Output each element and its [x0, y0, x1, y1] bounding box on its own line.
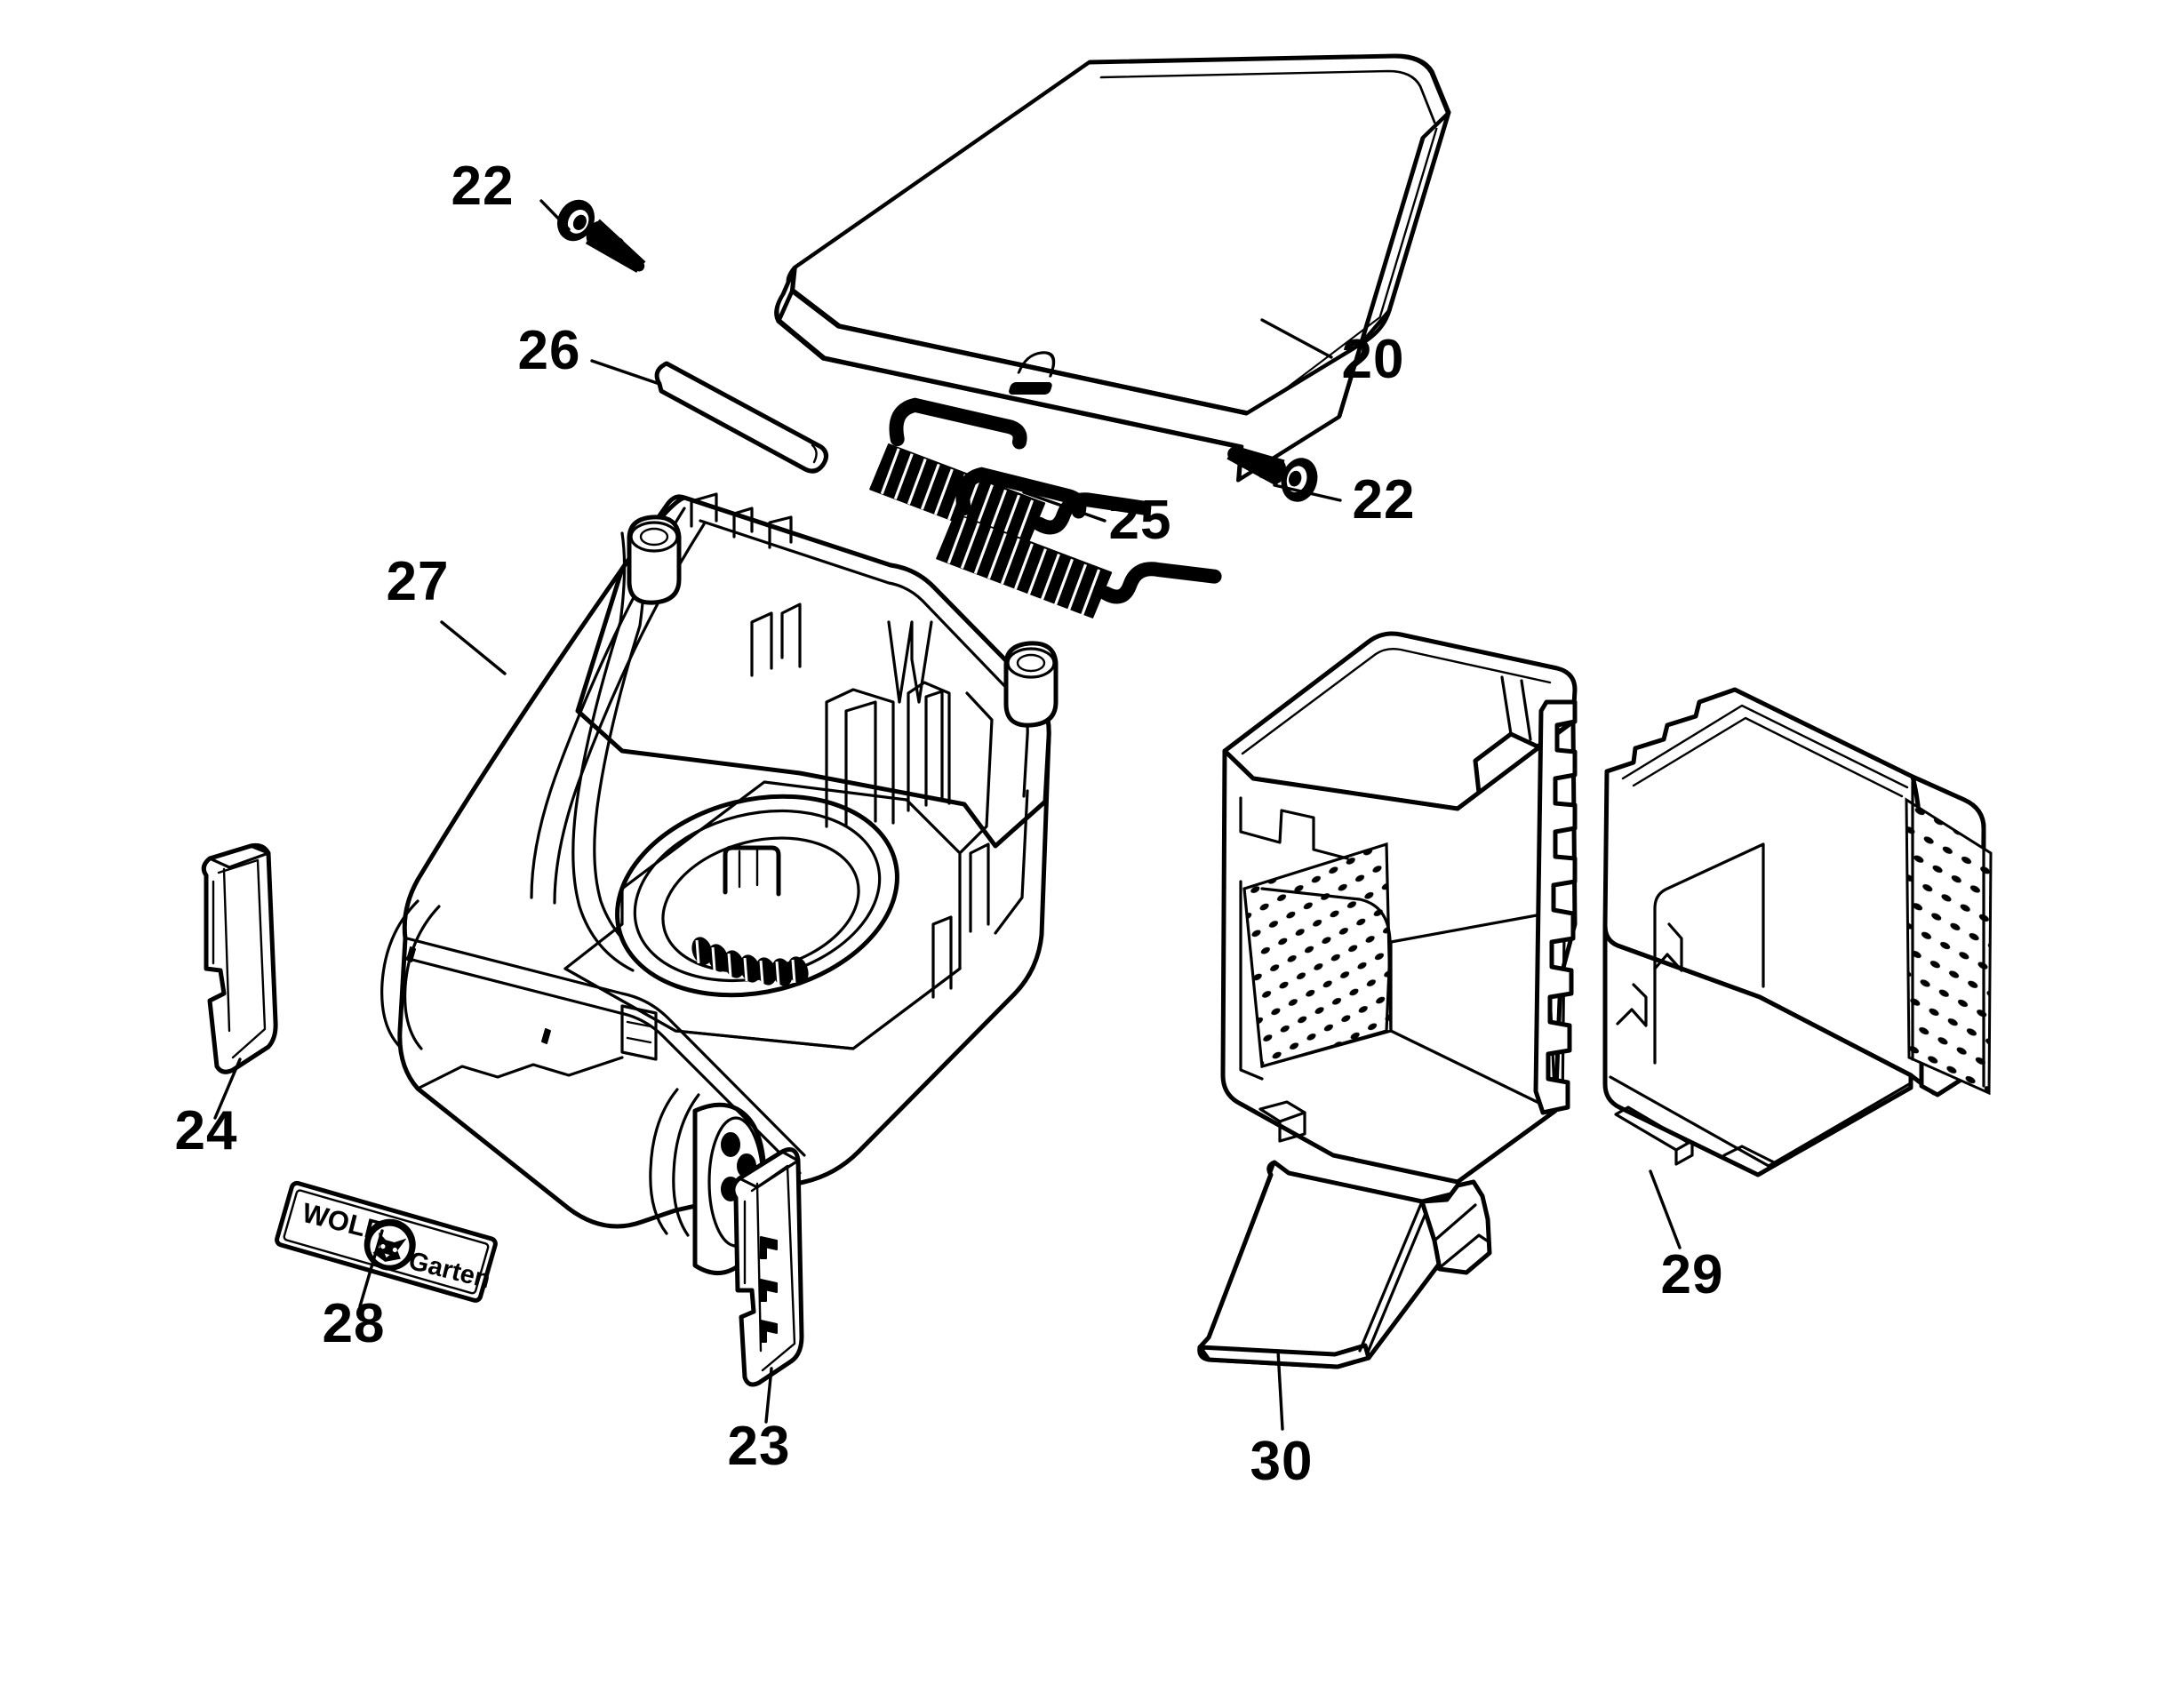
callout-30: 30	[1250, 1431, 1314, 1492]
part-22-screw-upper	[557, 199, 646, 273]
side-vent	[620, 1004, 658, 1061]
callout-29: 29	[1661, 1244, 1724, 1305]
callout-20: 20	[1342, 329, 1405, 390]
part-23-side-trim-right	[731, 1147, 804, 1387]
part-27-mower-deck-housing	[380, 492, 1059, 1275]
part-26-hinge-pin-rod	[654, 361, 828, 474]
leader-line-22-upper	[539, 199, 571, 231]
leader-line-27	[440, 620, 507, 675]
callout-22-lower: 22	[1353, 469, 1416, 531]
leader-line-28	[358, 1229, 384, 1308]
leader-line-24	[213, 1058, 242, 1120]
part-24-side-trim-left	[201, 842, 278, 1074]
part-25-torsion-springs	[869, 397, 1222, 619]
part-29-grass-catcher-left-half	[1220, 631, 1578, 1185]
leader-line-20	[1260, 318, 1333, 359]
part-28-wolf-garten-logo-badge: WOLF Garten	[275, 1180, 498, 1303]
leader-line-22-lower	[1273, 483, 1342, 502]
callout-26: 26	[518, 320, 581, 381]
part-29-grass-catcher-right-half	[1602, 687, 1993, 1177]
handle-boss-left	[627, 515, 682, 605]
callout-24: 24	[175, 1100, 238, 1161]
callout-25: 25	[1109, 490, 1172, 551]
callout-labels: 22 26 20 22 25 27 24 28 23 29 30	[175, 156, 1724, 1492]
part-30-mulch-deflector-chute	[1197, 1160, 1492, 1369]
handle-boss-right	[1003, 641, 1059, 728]
leader-line-23	[764, 1367, 773, 1424]
leader-line-30	[1276, 1349, 1284, 1431]
callout-27: 27	[387, 551, 450, 612]
part-20-rear-flap-cover	[774, 53, 1451, 483]
leader-line-25	[1022, 491, 1106, 523]
callout-28: 28	[323, 1293, 386, 1354]
leader-line-26	[590, 359, 661, 386]
leader-lines	[213, 199, 1682, 1431]
callout-23: 23	[728, 1416, 791, 1477]
leader-line-29	[1649, 1169, 1682, 1249]
callout-22-upper: 22	[451, 156, 515, 217]
